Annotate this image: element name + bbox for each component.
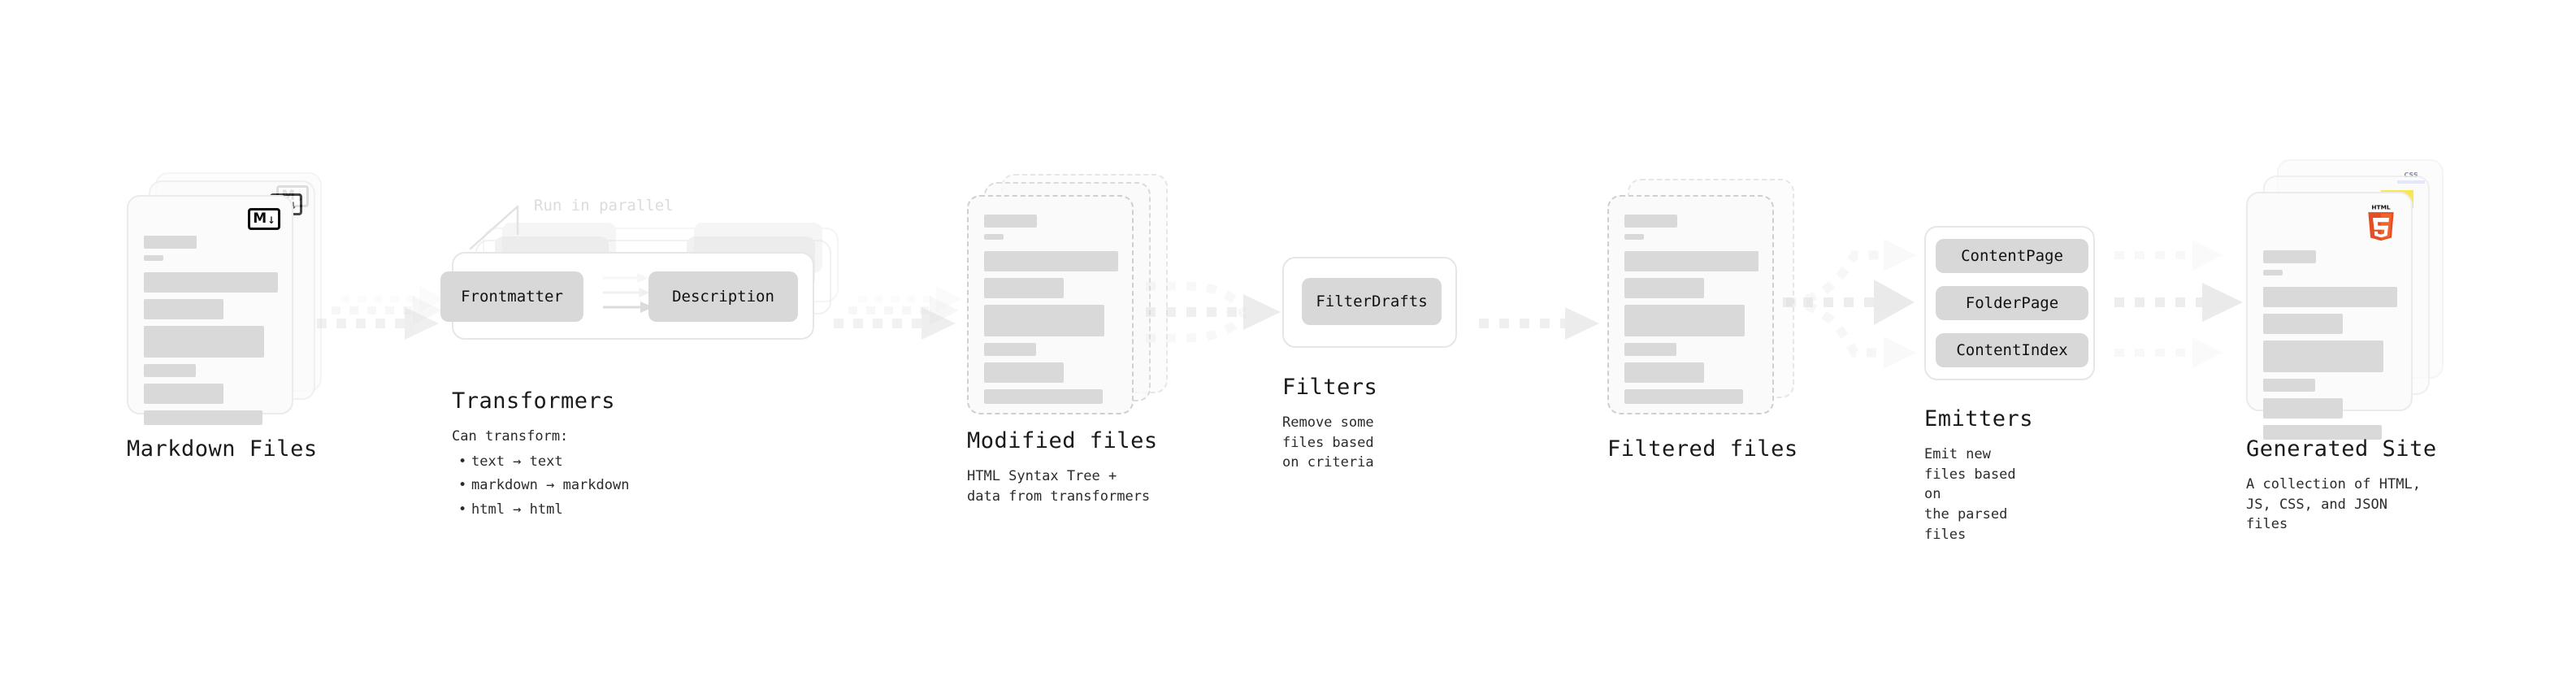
- transformer-group-front: Frontmatter Description: [440, 252, 814, 340]
- card-placeholder-lines: [144, 236, 278, 432]
- arrow-filters-to-filtered: [1479, 307, 1599, 340]
- list-item: markdown → markdown: [452, 474, 629, 498]
- card-placeholder-lines: [1624, 215, 1759, 410]
- card-placeholder-lines: [984, 215, 1118, 410]
- page-title: Emitters: [1924, 406, 2034, 432]
- card-placeholder-lines: [2263, 250, 2397, 446]
- parallel-label: Run in parallel: [534, 197, 674, 215]
- list-item: html → html: [452, 498, 629, 523]
- markdown-icon-letter: M: [253, 210, 267, 227]
- filters-caption: Filters Remove some files based on crite…: [1282, 375, 1377, 473]
- transformers-list: text → text markdown → markdown html → h…: [452, 450, 629, 523]
- arrow-modified-to-filters: [1146, 281, 1281, 343]
- filter-node-filterdrafts[interactable]: FilterDrafts: [1302, 278, 1442, 325]
- emitter-node-folderpage[interactable]: FolderPage: [1936, 286, 2088, 320]
- transformer-inner-arrows: [603, 273, 653, 313]
- page-title: Filters: [1282, 375, 1378, 400]
- emitter-node-contentpage[interactable]: ContentPage: [1936, 239, 2088, 273]
- transformers-subtitle: Can transform:: [452, 428, 569, 445]
- markdown-caption: Markdown Files: [127, 436, 318, 462]
- page-title: Transformers: [452, 388, 616, 414]
- emitters-caption: Emitters Emit new files based on the par…: [1924, 406, 2033, 544]
- arrow-transformers-to-modified: [834, 286, 962, 340]
- css-icon-label: CSS: [2404, 172, 2418, 179]
- emitters-group: ContentPage FolderPage ContentIndex: [1924, 226, 2095, 380]
- page-title: Filtered files: [1607, 436, 1798, 462]
- filters-subtitle: Remove some files based on criteria: [1282, 414, 1374, 471]
- emitter-node-label: ContentPage: [1961, 247, 2063, 265]
- transformers-caption: Transformers Can transform: text → text …: [452, 388, 629, 523]
- filtered-card-front: [1607, 195, 1774, 414]
- markdown-card-front: M ↓: [127, 195, 293, 425]
- filtered-caption: Filtered files: [1607, 436, 1798, 462]
- emitter-node-label: ContentIndex: [1956, 341, 2068, 359]
- page-title: Markdown Files: [127, 436, 318, 462]
- transformer-node-frontmatter[interactable]: Frontmatter: [440, 271, 583, 322]
- arrow-markdown-to-transformers: [317, 286, 445, 340]
- transformer-node-label: Description: [672, 288, 774, 306]
- markdown-icon: M ↓: [248, 208, 280, 230]
- markdown-icon-arrow: ↓: [267, 210, 275, 227]
- arrow-filtered-to-emitters: [1783, 239, 1916, 369]
- arrow-emitters-to-generated: [2114, 240, 2243, 368]
- page-title: Modified files: [967, 428, 1158, 453]
- svg-text:HTML: HTML: [2371, 203, 2391, 210]
- transformer-node-description[interactable]: Description: [648, 271, 798, 322]
- emitter-node-label: FolderPage: [1965, 294, 2059, 312]
- generated-caption: Generated Site A collection of HTML, JS,…: [2246, 436, 2437, 535]
- modified-caption: Modified files HTML Syntax Tree + data f…: [967, 428, 1158, 506]
- generated-card-front: HTML: [2246, 192, 2413, 440]
- filters-group: FilterDrafts: [1282, 257, 1457, 348]
- markdown-icon-arrow: ↓: [289, 196, 297, 212]
- emitter-node-contentindex[interactable]: ContentIndex: [1936, 333, 2088, 367]
- modified-card-front: [967, 195, 1134, 414]
- generated-subtitle: A collection of HTML, JS, CSS, and JSON …: [2246, 476, 2421, 533]
- modified-subtitle: HTML Syntax Tree + data from transformer…: [967, 468, 1151, 505]
- html5-icon: HTML: [2368, 203, 2394, 241]
- list-item: text → text: [452, 450, 629, 475]
- filter-node-label: FilterDrafts: [1316, 293, 1428, 310]
- emitters-subtitle: Emit new files based on the parsed files: [1924, 446, 2016, 543]
- transformer-node-label: Frontmatter: [461, 288, 563, 306]
- page-title: Generated Site: [2246, 436, 2437, 462]
